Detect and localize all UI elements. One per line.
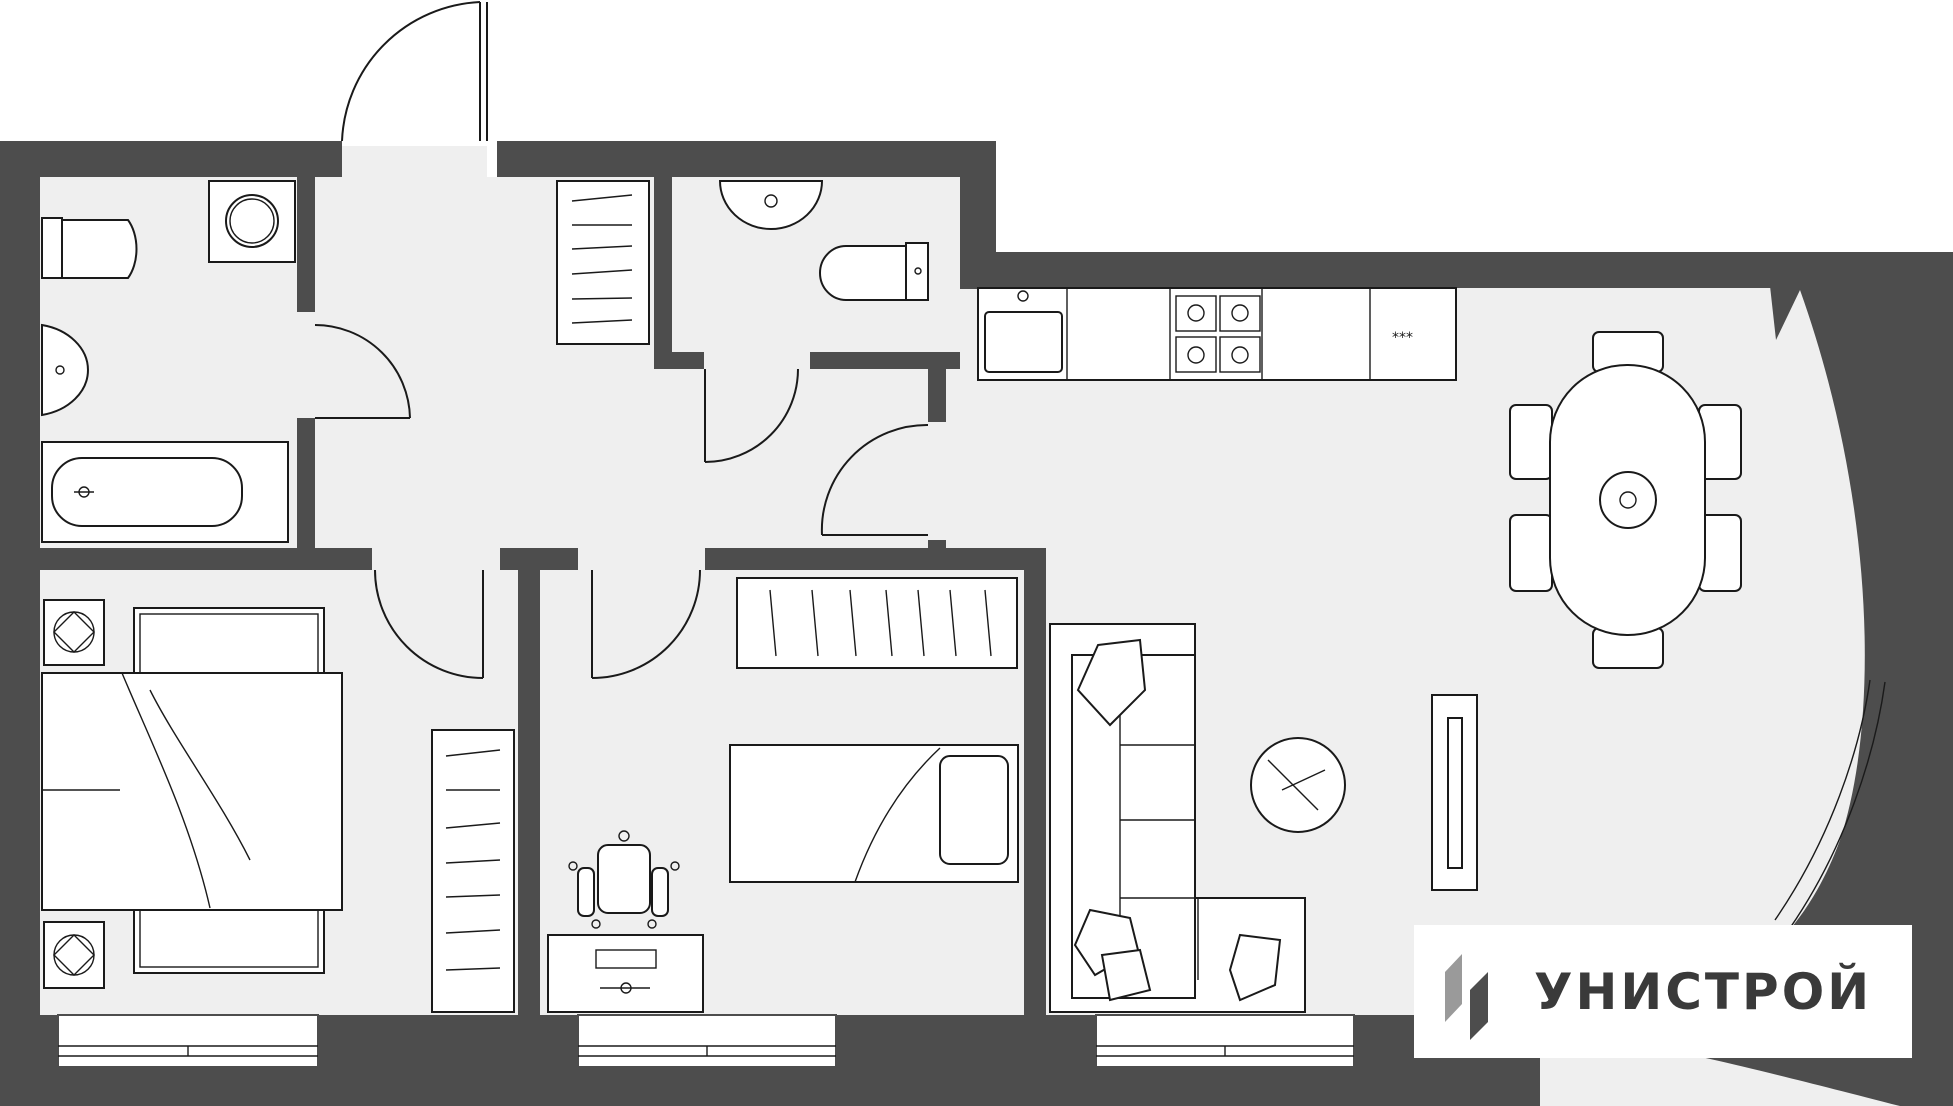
kitchen-counter-icon bbox=[977, 287, 1457, 381]
desk-icon bbox=[547, 934, 704, 1013]
office-chair-icon bbox=[568, 830, 680, 929]
window-icon bbox=[1774, 679, 1871, 921]
door-swing-icon bbox=[374, 569, 484, 679]
windows bbox=[57, 679, 1886, 1068]
curved-exterior-wall bbox=[1610, 252, 1953, 1106]
wardrobe-icon bbox=[556, 180, 650, 345]
coffee-table-icon bbox=[1250, 737, 1346, 833]
tv-icon bbox=[1431, 694, 1478, 891]
nightstand-icon bbox=[43, 921, 105, 989]
bedroom bbox=[41, 599, 343, 989]
sink-icon bbox=[718, 180, 824, 230]
wardrobe-icon bbox=[736, 577, 1018, 669]
bed-icon bbox=[41, 672, 343, 911]
kitchen: *** bbox=[977, 287, 1457, 381]
door-swing-icon bbox=[341, 1, 481, 142]
entrance-door[interactable] bbox=[341, 1, 488, 142]
door-swing-icon bbox=[820, 423, 929, 536]
bed-icon bbox=[729, 744, 1019, 883]
brand-name: УНИСТРОЙ bbox=[1534, 962, 1873, 1021]
cooktop-label: *** bbox=[1392, 330, 1413, 346]
bathtub-icon bbox=[41, 441, 289, 543]
brand-logo-dark-stroke bbox=[1470, 971, 1488, 1040]
brand-logo-light-stroke bbox=[1445, 953, 1462, 1022]
sink-icon bbox=[41, 323, 89, 417]
brand-logo-mark bbox=[1445, 953, 1488, 1040]
toilet-icon bbox=[41, 217, 138, 279]
interior-doors bbox=[314, 324, 929, 679]
dining-table-icon bbox=[1509, 331, 1742, 669]
window-icon bbox=[1095, 1014, 1355, 1068]
stove-icon bbox=[1175, 295, 1261, 373]
child-room bbox=[547, 577, 1019, 1013]
door-swing-icon bbox=[314, 324, 411, 419]
nightstand-icon bbox=[43, 599, 105, 666]
washing-machine-icon bbox=[208, 180, 296, 263]
toilet-icon bbox=[819, 242, 929, 301]
window-icon bbox=[577, 1014, 837, 1068]
sofa-icon bbox=[1049, 623, 1306, 1013]
wc bbox=[718, 180, 929, 301]
bathroom bbox=[41, 180, 296, 543]
window-icon bbox=[57, 1014, 319, 1068]
door-swing-icon bbox=[591, 569, 701, 679]
brand-logo: УНИСТРОЙ bbox=[1414, 925, 1912, 1058]
wardrobe-icon bbox=[431, 729, 515, 1013]
